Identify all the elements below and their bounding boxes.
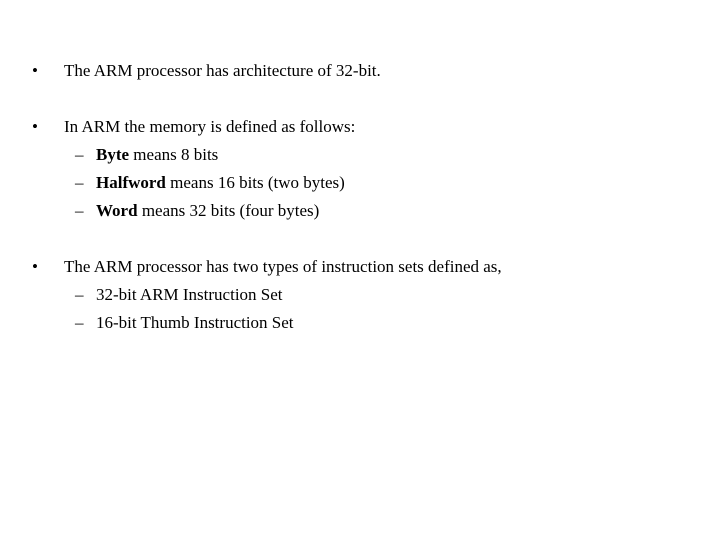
bullet-icon: • (32, 257, 38, 276)
term: Word (96, 201, 138, 220)
definition: means 8 bits (129, 145, 219, 164)
sub-bullet: 32-bit ARM Instruction Set (96, 285, 283, 304)
dash-icon: – (75, 313, 84, 332)
dash-icon: – (75, 285, 84, 304)
sub-bullet: Halfword means 16 bits (two bytes) (96, 172, 345, 194)
dash-icon: – (75, 201, 84, 220)
bullet-icon: • (32, 117, 38, 136)
definition: means 32 bits (four bytes) (137, 201, 320, 220)
sub-bullet: Word means 32 bits (four bytes) (96, 200, 319, 222)
bullet-icon: • (32, 61, 38, 80)
sub-bullet: 16-bit Thumb Instruction Set (96, 313, 294, 332)
dash-icon: – (75, 173, 84, 192)
term: Halfword (96, 173, 166, 192)
dash-icon: – (75, 145, 84, 164)
bullet-text: In ARM the memory is defined as follows: (64, 117, 356, 136)
bullet-text: The ARM processor has architecture of 32… (64, 61, 381, 80)
bullet-text: The ARM processor has two types of instr… (64, 257, 502, 276)
definition: means 16 bits (two bytes) (165, 173, 345, 192)
sub-bullet: Byte means 8 bits (96, 144, 218, 166)
term: Byte (96, 145, 130, 164)
